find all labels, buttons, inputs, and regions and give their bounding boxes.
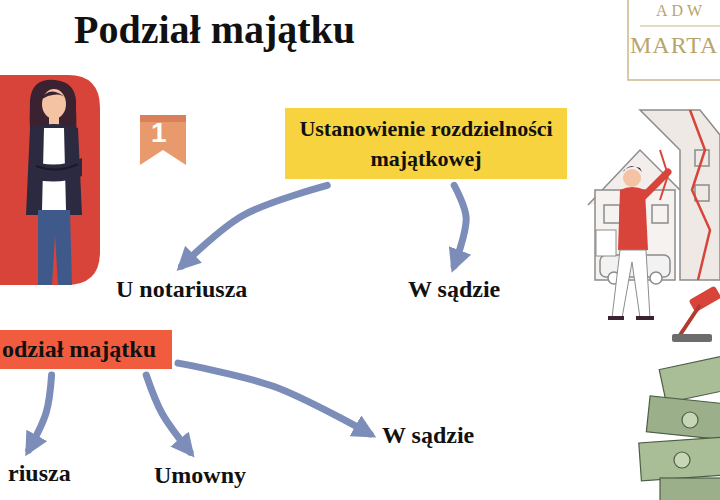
arrow-connector — [454, 185, 466, 266]
branch-label: W sądzie — [378, 420, 478, 451]
branch-label: W sądzie — [404, 274, 504, 305]
arrow-connector — [29, 375, 52, 450]
node-text: W sądzie — [408, 276, 500, 303]
node-text: U notariusza — [116, 276, 247, 303]
money-bills — [639, 355, 720, 500]
callout-number: 1 — [151, 117, 167, 149]
node-text: Umowny — [154, 462, 246, 489]
arrow-connector — [182, 185, 328, 266]
highlight-box: Ustanowienie rozdzielności majątkowej — [285, 108, 567, 179]
highlight-box: odział majątku — [0, 330, 172, 369]
branch-label: riusza — [4, 458, 75, 489]
branch-label: U notariusza — [112, 274, 251, 305]
logo-frame — [628, 0, 720, 80]
logo-text: ADW — [656, 2, 706, 20]
node-text: Ustanowienie rozdzielności majątkowej — [293, 114, 559, 173]
ribbon-flag — [140, 115, 186, 165]
gavel — [672, 285, 720, 342]
diagram-title: Podział majątku — [74, 6, 355, 53]
branch-label: Umowny — [150, 460, 250, 491]
node-text: W sądzie — [382, 422, 474, 449]
logo-text: MARTA — [630, 32, 718, 59]
man-figure — [596, 166, 668, 318]
arrow-connector — [146, 375, 190, 452]
node-text: riusza — [8, 460, 71, 487]
node-text: odział majątku — [2, 336, 156, 363]
arrow-connector — [178, 363, 370, 434]
woman-illustration — [0, 75, 100, 285]
house-illustration — [588, 110, 720, 284]
